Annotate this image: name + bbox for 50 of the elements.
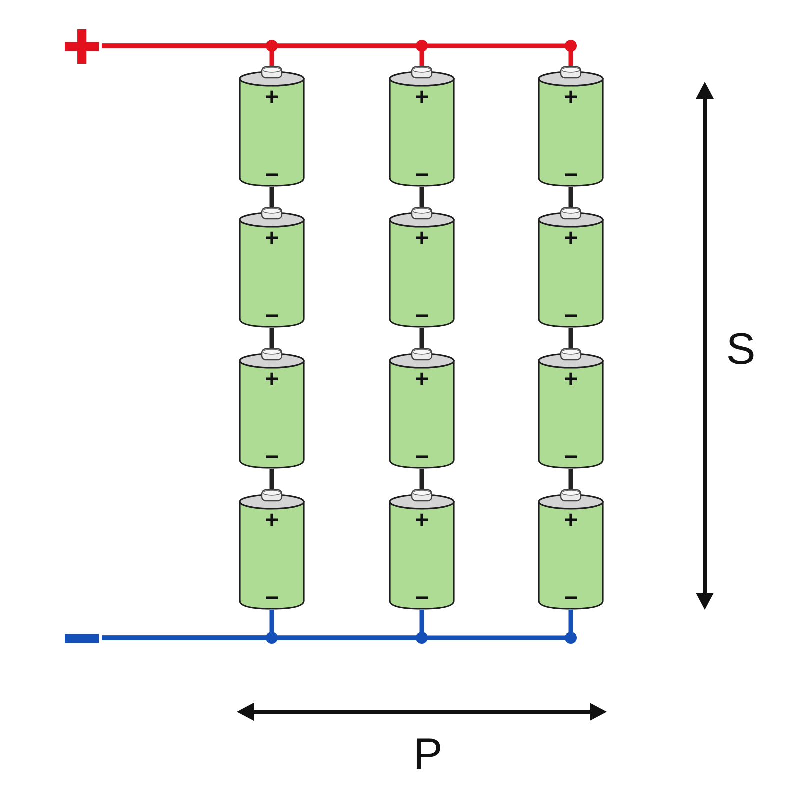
dimension-label: S bbox=[726, 333, 756, 367]
wire bbox=[270, 187, 274, 207]
battery-cell bbox=[389, 207, 455, 328]
terminal-label: − bbox=[62, 618, 102, 658]
polarity-label: + bbox=[563, 231, 579, 247]
wire bbox=[420, 469, 424, 489]
polarity-label: + bbox=[414, 90, 430, 106]
battery-cell bbox=[538, 348, 604, 469]
wire bbox=[270, 469, 274, 489]
battery-cell bbox=[389, 489, 455, 610]
wire bbox=[420, 328, 424, 348]
polarity-label: − bbox=[264, 309, 280, 325]
polarity-label: − bbox=[414, 591, 430, 607]
dimension-label: P bbox=[413, 738, 443, 772]
polarity-label: + bbox=[264, 231, 280, 247]
polarity-label: − bbox=[563, 591, 579, 607]
battery-cell bbox=[538, 207, 604, 328]
battery-cell bbox=[538, 489, 604, 610]
wire bbox=[420, 187, 424, 207]
polarity-label: − bbox=[563, 168, 579, 184]
battery-cell bbox=[239, 489, 305, 610]
polarity-label: − bbox=[264, 168, 280, 184]
polarity-label: − bbox=[414, 168, 430, 184]
battery-cell bbox=[538, 66, 604, 187]
wire bbox=[568, 328, 574, 348]
polarity-label: − bbox=[414, 450, 430, 466]
wire bbox=[102, 44, 574, 66]
polarity-label: − bbox=[414, 309, 430, 325]
terminal-label: + bbox=[62, 26, 102, 66]
battery-cell bbox=[239, 348, 305, 469]
polarity-label: − bbox=[264, 450, 280, 466]
polarity-label: + bbox=[264, 372, 280, 388]
wire bbox=[568, 187, 574, 207]
polarity-label: − bbox=[563, 309, 579, 325]
polarity-label: + bbox=[563, 372, 579, 388]
wire bbox=[270, 328, 274, 348]
polarity-label: + bbox=[264, 90, 280, 106]
polarity-label: + bbox=[563, 513, 579, 529]
battery-cell bbox=[239, 66, 305, 187]
polarity-label: + bbox=[414, 372, 430, 388]
polarity-label: − bbox=[264, 591, 280, 607]
polarity-label: − bbox=[563, 450, 579, 466]
polarity-label: + bbox=[264, 513, 280, 529]
battery-cell bbox=[239, 207, 305, 328]
wire bbox=[568, 469, 574, 489]
polarity-label: + bbox=[414, 513, 430, 529]
battery-cell bbox=[389, 66, 455, 187]
polarity-label: + bbox=[414, 231, 430, 247]
polarity-label: + bbox=[563, 90, 579, 106]
battery-cell bbox=[389, 348, 455, 469]
